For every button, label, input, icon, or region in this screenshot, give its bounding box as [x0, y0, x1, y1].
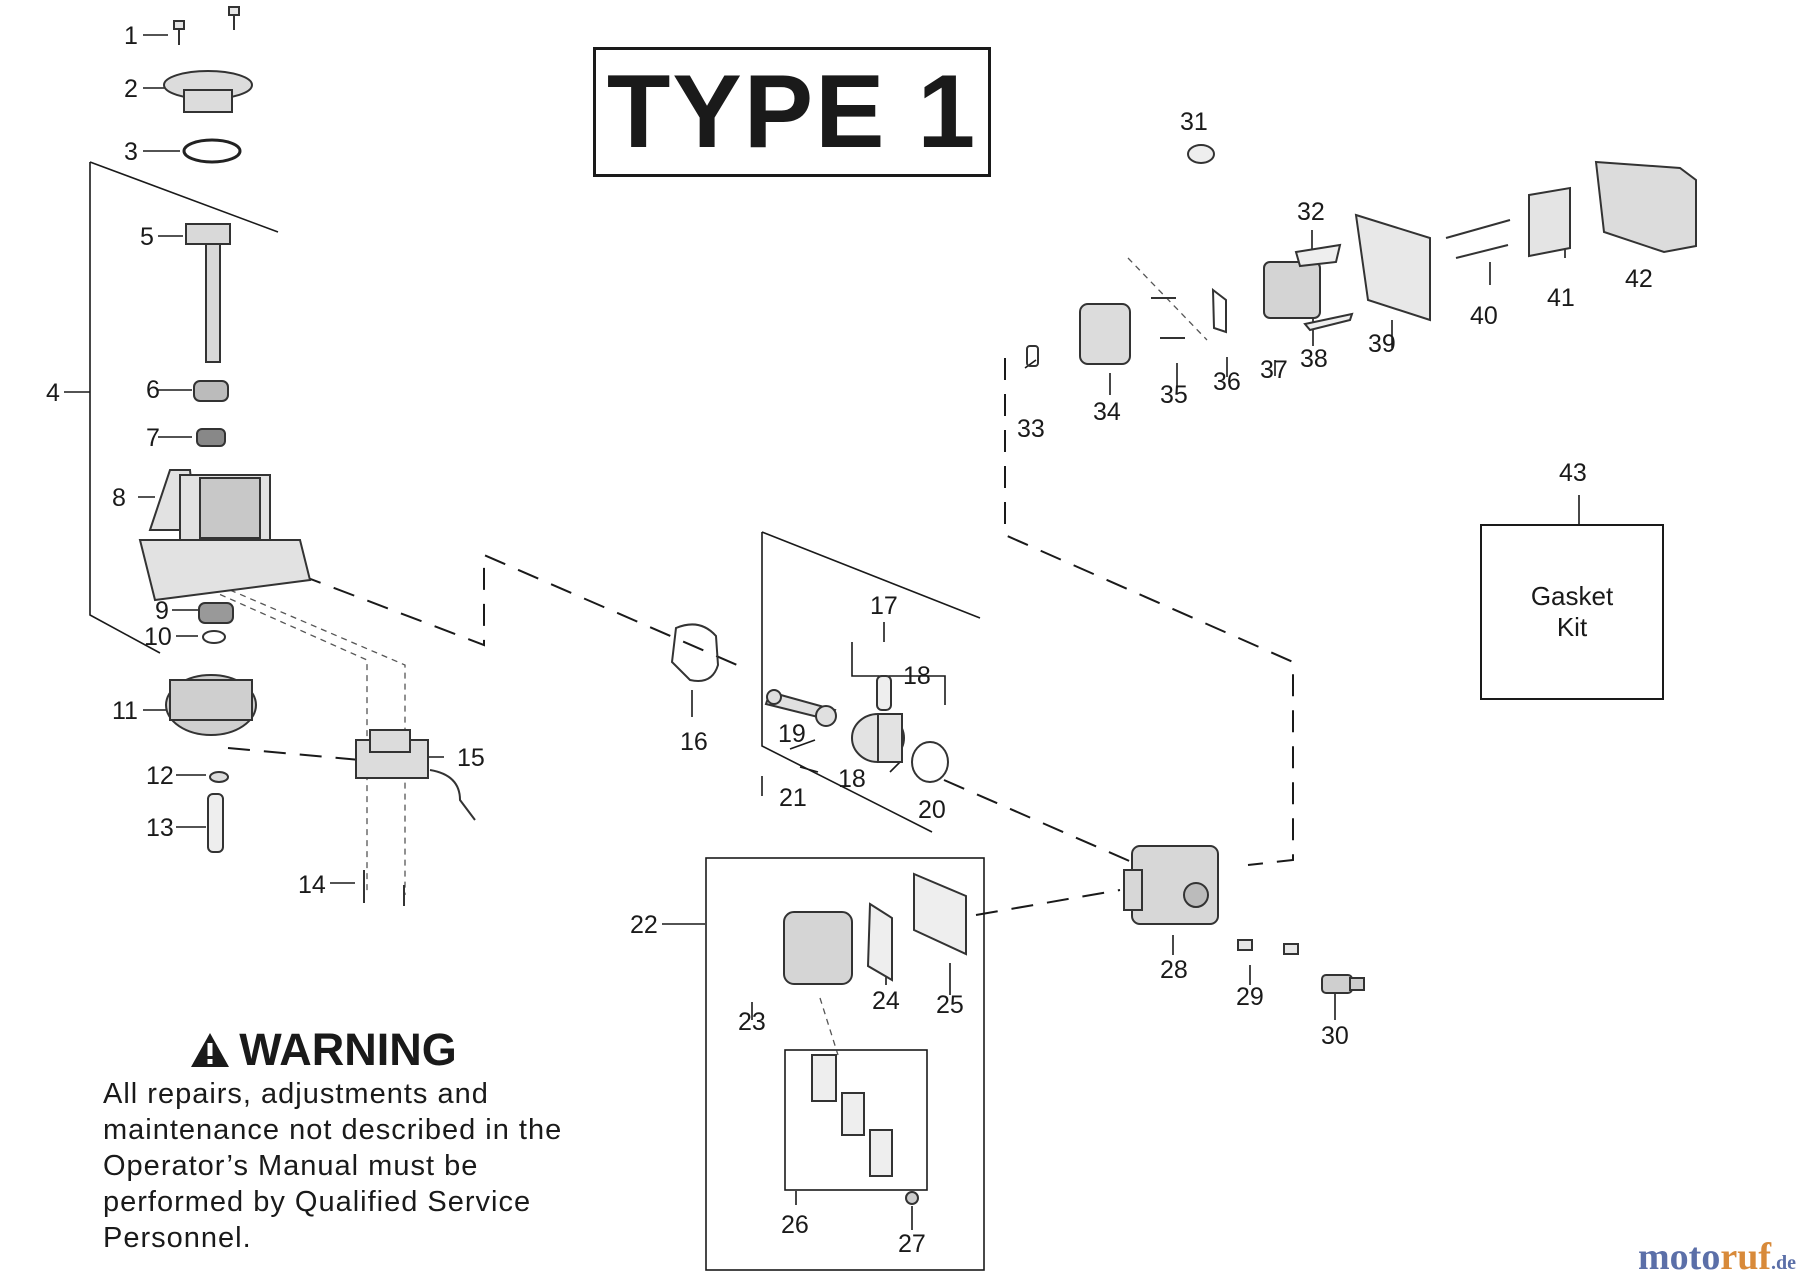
callout-28: 28: [1160, 956, 1188, 984]
callout-4: 4: [46, 379, 60, 407]
part-gasket-36: [1211, 287, 1227, 334]
part-screws-1: [173, 6, 240, 45]
part-ring-20: [911, 741, 949, 783]
warning-heading-row: WARNING: [103, 1027, 543, 1072]
part-crankcase-8: [138, 469, 312, 602]
callout-23: 23: [738, 1008, 766, 1036]
part-ignition-15: [355, 729, 476, 821]
part-screws-14: [363, 870, 405, 906]
callout-12: 12: [146, 762, 174, 790]
callout-6: 6: [146, 376, 160, 404]
gasket-kit-label-line2: Kit: [1556, 612, 1588, 642]
part-housing-2: [163, 70, 253, 113]
callout-26: 26: [781, 1211, 809, 1239]
gasket-kit-label-line1: Gasket: [1530, 581, 1614, 611]
gasket-kit-box: Gasket Kit: [1480, 524, 1664, 700]
type-title-box: TYPE 1: [593, 47, 991, 177]
part-sleeve-13: [207, 793, 224, 853]
part-cylinder-28: [1123, 845, 1219, 925]
callout-42: 42: [1625, 265, 1653, 293]
callout-38: 38: [1300, 345, 1328, 373]
callout-2: 2: [124, 75, 138, 103]
callout-29: 29: [1236, 983, 1264, 1011]
callout-41: 41: [1547, 284, 1575, 312]
callout-34: 34: [1093, 398, 1121, 426]
part-plug-31: [1187, 144, 1215, 164]
part-gasket-16: [670, 623, 720, 682]
callout-7: 7: [146, 424, 160, 452]
callout-27: 27: [898, 1230, 926, 1258]
part-cover-42: [1594, 160, 1697, 254]
warning-triangle-icon: [191, 1032, 230, 1067]
part-bearing-9: [198, 602, 234, 624]
part-washer-12: [209, 771, 229, 783]
callout-10: 10: [144, 623, 172, 651]
part-filter-41: [1528, 186, 1571, 258]
part-pin-18: [876, 675, 892, 711]
callout-9: 9: [155, 597, 169, 625]
callout-37: 37: [1260, 356, 1288, 384]
part-flywheel-11: [165, 674, 257, 736]
callout-15: 15: [457, 744, 485, 772]
callout-13: 13: [146, 814, 174, 842]
warning-heading: WARNING: [239, 1024, 457, 1075]
callout-24: 24: [872, 987, 900, 1015]
callout-14: 14: [298, 871, 326, 899]
part-crankshaft-5: [185, 223, 231, 363]
callout-39: 39: [1368, 330, 1396, 358]
callout-35: 35: [1160, 381, 1188, 409]
callout-25: 25: [936, 991, 964, 1019]
part-nut-27: [905, 1191, 919, 1205]
callout-43: 43: [1559, 459, 1587, 487]
part-conrod-19: [764, 689, 837, 727]
callout-19: 19: [778, 720, 806, 748]
callout-36: 36: [1213, 368, 1241, 396]
part-muffler: [783, 872, 967, 985]
callout-11: 11: [112, 697, 138, 725]
callout-8: 8: [112, 484, 126, 512]
part-bearing-6: [193, 380, 229, 402]
watermark-part1: moto: [1638, 1236, 1721, 1278]
watermark-part3: .de: [1771, 1252, 1796, 1274]
part-lever-38: [1303, 312, 1354, 332]
callout-18a: 18: [903, 662, 931, 690]
callout-5: 5: [140, 223, 154, 251]
part-oring-3: [182, 138, 242, 164]
part-airbox-39: [1354, 213, 1431, 322]
part-decals-26: [811, 1054, 893, 1177]
part-insulator-34: [1079, 303, 1131, 365]
part-piston: [851, 713, 905, 763]
callout-16: 16: [680, 728, 708, 756]
callout-1: 1: [124, 22, 138, 50]
callout-21: 21: [779, 784, 807, 812]
part-screws-40: [1445, 219, 1511, 259]
callout-18b: 18: [838, 765, 866, 793]
callout-3: 3: [124, 138, 138, 166]
part-ring-10: [202, 630, 226, 644]
callout-31: 31: [1180, 108, 1208, 136]
warning-text: All repairs, adjustments and maintenance…: [103, 1078, 563, 1254]
callout-30: 30: [1321, 1022, 1349, 1050]
part-sparkplug-30: [1321, 974, 1365, 994]
watermark-logo: motoruf.de: [1638, 1235, 1796, 1279]
callout-33: 33: [1017, 415, 1045, 443]
callout-40: 40: [1470, 302, 1498, 330]
watermark-part2: ruf: [1720, 1236, 1771, 1278]
callout-17: 17: [870, 592, 898, 620]
part-screws-35: [1151, 297, 1185, 339]
part-clip-33: [1026, 345, 1039, 367]
callout-32: 32: [1297, 198, 1325, 226]
warning-notice: WARNING All repairs, adjustments and mai…: [103, 1027, 583, 1256]
part-screws-29: [1237, 939, 1299, 955]
part-seal-7: [196, 428, 226, 447]
part-carburetor-32: [1263, 243, 1342, 319]
type-title: TYPE 1: [606, 54, 978, 170]
callout-20: 20: [918, 796, 946, 824]
callout-22: 22: [630, 911, 658, 939]
